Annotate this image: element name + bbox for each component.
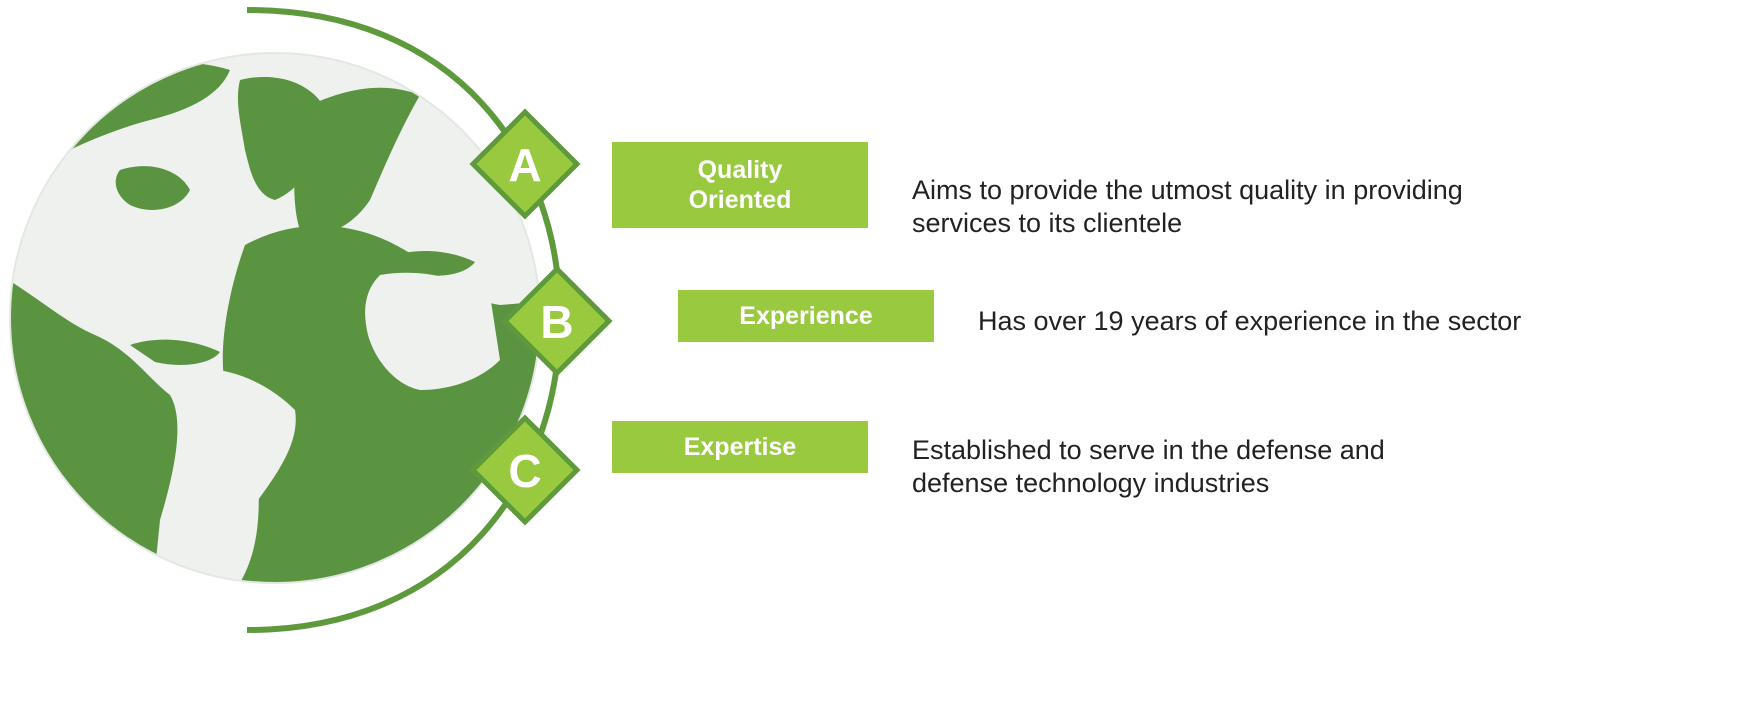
caribbean-shape (130, 339, 220, 365)
south-america-shape (180, 369, 296, 583)
experience-line-1: Experience (739, 302, 873, 330)
experience-description: Has over 19 years of experience in the s… (978, 305, 1521, 338)
quality-oriented-label: Quality Oriented (612, 142, 868, 228)
experience-description-line-1: Has over 19 years of experience in the s… (978, 306, 1522, 336)
africa-shape (365, 272, 500, 390)
expertise-description-line-1: Established to serve in the defense and (912, 435, 1385, 465)
experience-label: Experience (678, 290, 934, 342)
globe-icon (9, 52, 541, 584)
quality-oriented-line-2: Oriented (688, 186, 792, 214)
marker-a-letter: A (508, 139, 541, 191)
quality-oriented-description: Aims to provide the utmost quality in pr… (912, 174, 1463, 240)
marker-c: C (469, 414, 581, 526)
quality-oriented-line-1: Quality (697, 156, 783, 184)
mediterranean-shape (395, 250, 475, 276)
quality-description-line-2: services to its clientele (912, 208, 1183, 238)
expertise-label: Expertise (612, 421, 868, 473)
north-atlantic-shape (294, 87, 420, 234)
expertise-line-1: Expertise (683, 433, 797, 461)
expertise-description: Established to serve in the defense and … (912, 434, 1385, 500)
marker-c-letter: C (508, 445, 541, 497)
quality-description-line-1: Aims to provide the utmost quality in pr… (912, 175, 1463, 205)
marker-b: B (501, 265, 613, 377)
marker-b-letter: B (540, 296, 573, 348)
expertise-description-line-2: defense technology industries (912, 468, 1270, 498)
hudson-bay-shape (115, 166, 190, 210)
marker-a: A (469, 108, 581, 220)
